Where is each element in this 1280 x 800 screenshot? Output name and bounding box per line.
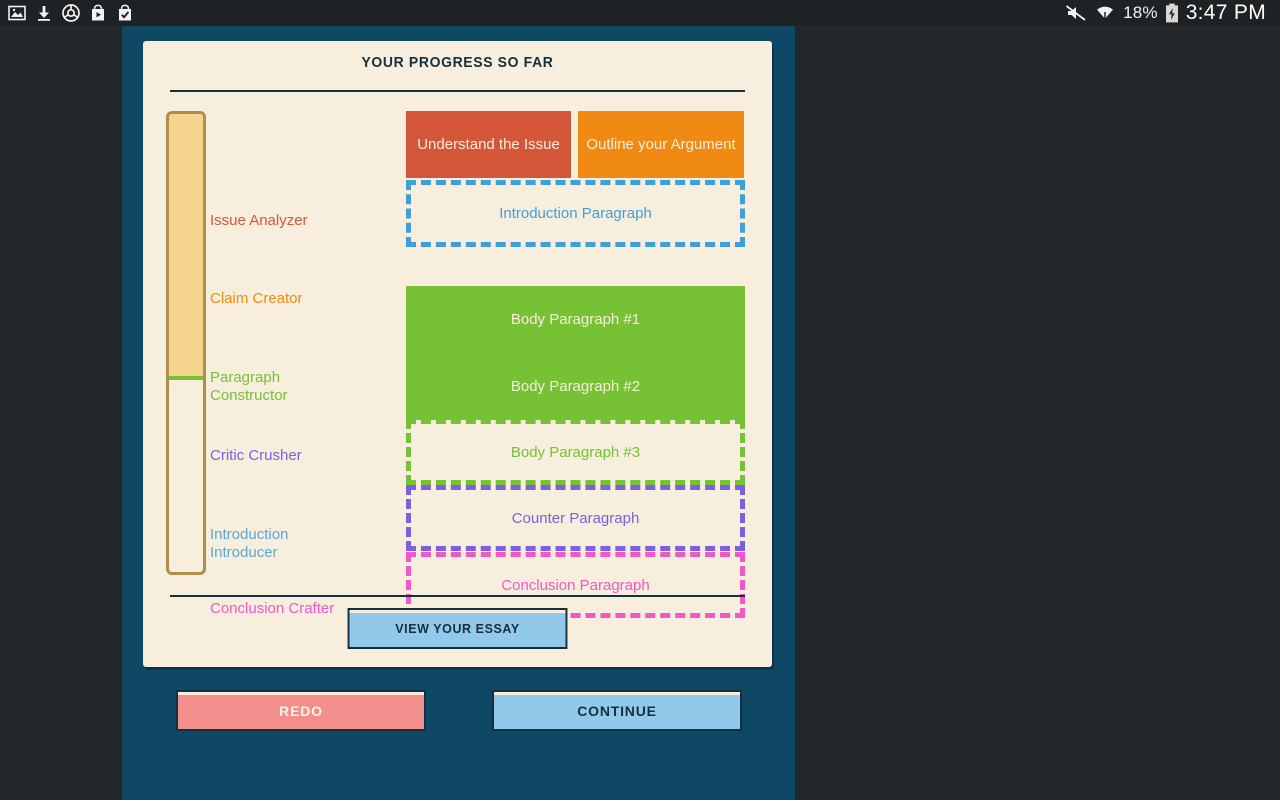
status-bar-notification-icons: [8, 4, 134, 22]
play-store-check-icon: [119, 4, 131, 21]
download-icon: [38, 6, 50, 21]
status-bar-system-icons: 18% 3:47 PM: [1065, 1, 1272, 25]
essay-block[interactable]: Understand the Issue: [406, 111, 571, 178]
mute-icon: [1066, 5, 1086, 21]
view-your-essay-button[interactable]: VIEW YOUR ESSAY: [347, 608, 568, 649]
page-title: YOUR PROGRESS SO FAR: [361, 54, 554, 71]
clock-label: 3:47 PM: [1185, 1, 1266, 24]
android-status-bar: 18% 3:47 PM: [0, 0, 1280, 26]
progress-rail-fill: [169, 114, 203, 380]
divider-bottom: [170, 595, 745, 597]
wifi-icon: [1097, 6, 1114, 22]
essay-block[interactable]: Body Paragraph #2: [406, 353, 745, 420]
chrome-icon: [62, 4, 80, 22]
stage-label: Claim Creator: [210, 290, 303, 307]
redo-button[interactable]: REDO: [176, 690, 426, 731]
essay-block[interactable]: Outline your Argument: [578, 111, 744, 178]
divider-top: [170, 90, 745, 92]
progress-rail: [166, 111, 206, 575]
battery-percent-label: 18%: [1123, 3, 1158, 22]
photo-icon: [8, 5, 26, 21]
essay-block[interactable]: Body Paragraph #1: [406, 286, 745, 353]
essay-block[interactable]: Conclusion Paragraph: [406, 552, 745, 618]
stage-label: Conclusion Crafter: [210, 600, 335, 617]
stage-label: Issue Analyzer: [210, 212, 308, 229]
play-store-icon: [92, 4, 104, 21]
stage-label: Introduction Introducer: [210, 526, 289, 561]
essay-block[interactable]: Introduction Paragraph: [406, 180, 745, 247]
essay-block[interactable]: Counter Paragraph: [406, 485, 745, 551]
stage-label: Critic Crusher: [210, 447, 302, 464]
battery-charging-icon: [1165, 3, 1178, 23]
essay-block[interactable]: Body Paragraph #3: [406, 419, 745, 485]
continue-button[interactable]: CONTINUE: [492, 690, 742, 731]
stage-label: Paragraph Constructor: [210, 369, 288, 404]
